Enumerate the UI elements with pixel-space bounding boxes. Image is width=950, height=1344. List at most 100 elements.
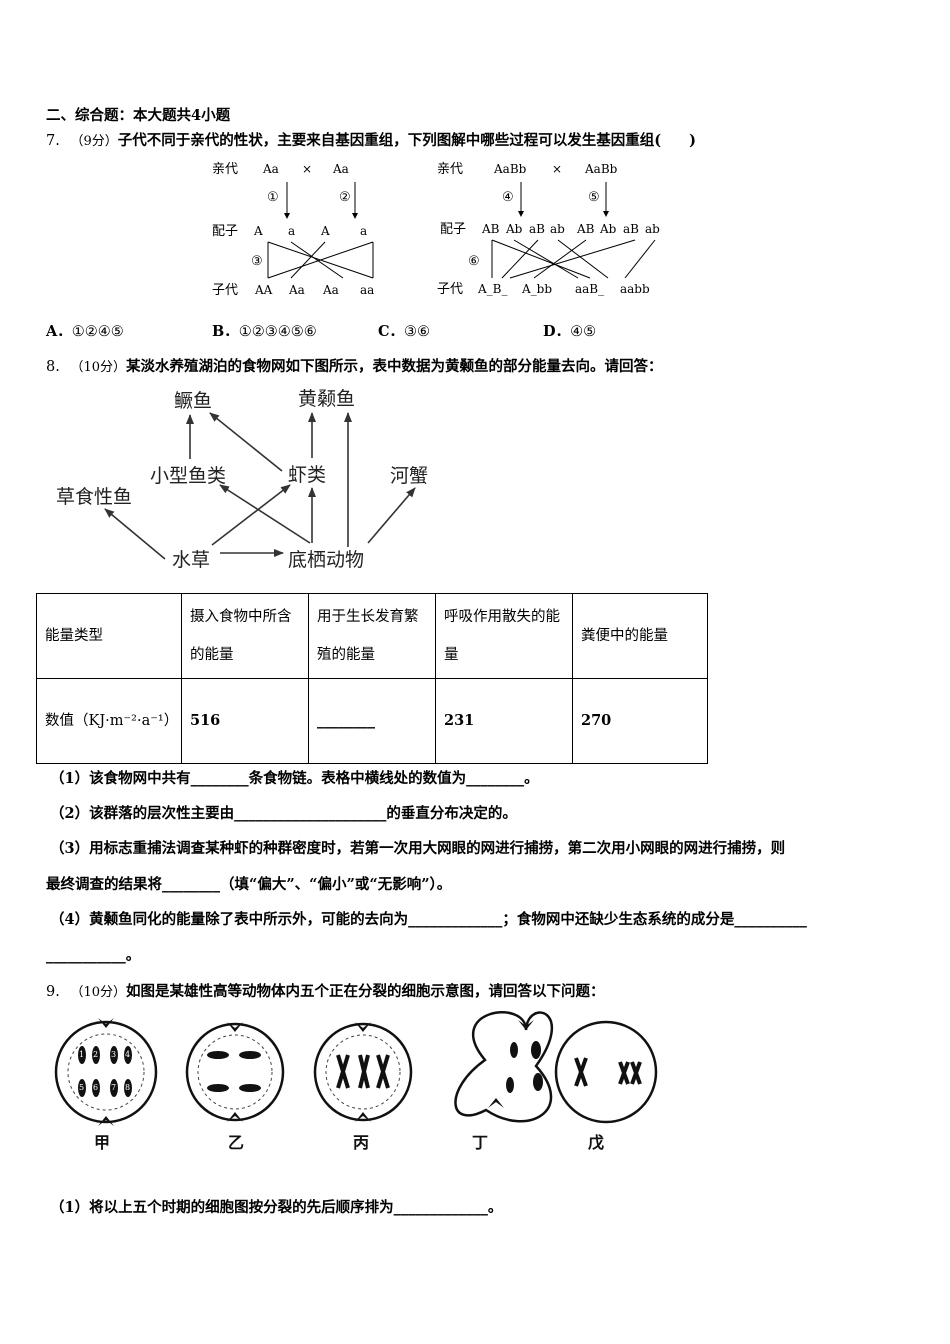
left-offspring-4: aa bbox=[360, 283, 374, 297]
step-1-arrowhead bbox=[284, 213, 290, 219]
cell-label-jia: 甲 bbox=[94, 1133, 110, 1152]
step-6-label: ⑥ bbox=[468, 254, 480, 269]
right-offspring-label: 子代 bbox=[437, 282, 463, 297]
cell-yi bbox=[185, 1022, 285, 1122]
q7-points: （9分） bbox=[70, 134, 118, 149]
table-header-cell: 摄入食物中所含的能量 bbox=[181, 593, 309, 679]
table-header-cell: 能量类型 bbox=[36, 593, 182, 679]
table-row: 数值（KJ·m⁻²·a⁻¹） 516 ________ 231 270 bbox=[36, 678, 708, 764]
left-cross-lines bbox=[267, 241, 374, 279]
q8-sub4-line1: （4）黄颡鱼同化的能量除了表中所示外，可能的去向为_____________；食… bbox=[50, 911, 807, 928]
left-parent-1: Aa bbox=[262, 162, 279, 176]
right-offspring-4: aabb bbox=[620, 282, 650, 296]
step-5-arrowhead bbox=[603, 211, 609, 217]
table-row-label: 数值（KJ·m⁻²·a⁻¹） bbox=[36, 678, 182, 764]
left-gamete-2: a bbox=[288, 224, 295, 238]
q7-option-c[interactable]: C．③⑥ bbox=[378, 323, 431, 340]
q7-stem: 7. （9分）子代不同于亲代的性状，主要来自基因重组，下列图解中哪些过程可以发生… bbox=[46, 129, 696, 150]
table-header-cell: 呼吸作用散失的能量 bbox=[435, 593, 573, 679]
q8-sub2: （2）该群落的层次性主要由_____________________的垂直分布决… bbox=[50, 805, 517, 822]
right-offspring-2: A_bb bbox=[521, 282, 552, 296]
table-header-cell: 粪便中的能量 bbox=[572, 593, 708, 679]
left-gamete-1: A bbox=[253, 224, 263, 238]
table-header-row: 能量类型 摄入食物中所含的能量 用于生长发育繁殖的能量 呼吸作用散失的能量 粪便… bbox=[36, 593, 708, 679]
chromosome-number: 2 bbox=[93, 1050, 98, 1059]
table-cell: 270 bbox=[572, 678, 708, 764]
right-offspring-3: aaB_ bbox=[575, 282, 604, 296]
right-cross-lines bbox=[491, 239, 656, 279]
chromosome-number: 1 bbox=[79, 1050, 84, 1059]
q8-points: （10分） bbox=[70, 360, 126, 375]
q7-option-a[interactable]: A．①②④⑤ bbox=[46, 323, 124, 340]
step-3-label: ③ bbox=[251, 254, 263, 269]
q8-stem: 8. （10分）某淡水养殖湖泊的食物网如下图所示，表中数据为黄颡鱼的部分能量去向… bbox=[46, 355, 663, 376]
right-gamete-5: AB bbox=[576, 222, 595, 236]
right-offspring-1: A_B_ bbox=[477, 282, 507, 296]
q9-text: 如图是某雄性高等动物体内五个正在分裂的细胞示意图，请回答以下问题： bbox=[126, 983, 605, 1000]
q9-stem: 9. （10分）如图是某雄性高等动物体内五个正在分裂的细胞示意图，请回答以下问题… bbox=[46, 980, 605, 1001]
cell-wu bbox=[554, 1020, 658, 1124]
node-aquatic-plants: 水草 bbox=[172, 549, 210, 571]
left-gamete-label: 配子 bbox=[212, 224, 238, 239]
cell-ding bbox=[454, 1011, 554, 1123]
right-gamete-4: ab bbox=[550, 222, 565, 236]
q8-sub1: （1）该食物网中共有________条食物链。表格中横线处的数值为_______… bbox=[50, 770, 539, 787]
step-2-label: ② bbox=[339, 190, 351, 205]
right-parent-label: 亲代 bbox=[437, 162, 463, 177]
cell-label-wu: 戊 bbox=[588, 1133, 604, 1152]
node-small-fish: 小型鱼类 bbox=[150, 465, 226, 487]
left-gamete-4: a bbox=[360, 224, 367, 238]
left-parent-label: 亲代 bbox=[212, 162, 238, 177]
left-parent-2: Aa bbox=[332, 162, 349, 176]
q7-paren-close: ) bbox=[689, 132, 696, 149]
food-web-arrows bbox=[104, 412, 416, 560]
q7-left-diagram: 亲代 Aa × Aa ① ② 配子 A a A a ③ 子代 AA Aa Aa … bbox=[212, 162, 374, 298]
energy-table: 能量类型 摄入食物中所含的能量 用于生长发育繁殖的能量 呼吸作用散失的能量 粪便… bbox=[36, 593, 708, 764]
chromosome-number: 3 bbox=[111, 1050, 116, 1059]
cell-label-bing: 丙 bbox=[353, 1133, 369, 1152]
right-gamete-8: ab bbox=[645, 222, 660, 236]
right-parent-1: AaBb bbox=[493, 162, 527, 176]
table-cell: 231 bbox=[435, 678, 573, 764]
q8-text: 某淡水养殖湖泊的食物网如下图所示，表中数据为黄颡鱼的部分能量去向。请回答： bbox=[126, 358, 663, 375]
left-cross: × bbox=[302, 162, 312, 176]
left-gamete-3: A bbox=[320, 224, 330, 238]
step-4-arrowhead bbox=[518, 211, 524, 217]
node-mandarin-fish: 鳜鱼 bbox=[174, 390, 212, 412]
right-parent-2: AaBb bbox=[584, 162, 618, 176]
q7-text: 子代不同于亲代的性状，主要来自基因重组，下列图解中哪些过程可以发生基因重组( bbox=[117, 132, 662, 149]
right-gamete-label: 配子 bbox=[440, 222, 466, 237]
section-title: 二、综合题：本大题共4小题 bbox=[46, 107, 231, 124]
q7-right-diagram: 亲代 AaBb × AaBb ④ ⑤ 配子 AB Ab aB ab AB Ab … bbox=[437, 162, 660, 297]
step-1-label: ① bbox=[267, 190, 279, 205]
cell-division-diagram: 1 2 3 4 5 6 7 8 甲 乙 丙 丁 戊 bbox=[54, 1011, 658, 1152]
step-5-label: ⑤ bbox=[588, 190, 600, 205]
cell-bing bbox=[313, 1022, 413, 1122]
food-web-diagram: 鳜鱼 黄颡鱼 小型鱼类 虾类 河蟹 草食性鱼 水草 底栖动物 bbox=[56, 388, 428, 571]
cell-jia bbox=[54, 1020, 158, 1124]
q8-sub4-line2: ___________。 bbox=[46, 947, 141, 964]
q7-number: 7. bbox=[46, 133, 60, 149]
q8-sub3-line2: 最终调查的结果将________（填“偏大”、“偏小”或“无影响”）。 bbox=[46, 876, 452, 893]
q9-number: 9. bbox=[46, 984, 60, 1000]
chromosome-number: 7 bbox=[111, 1083, 116, 1092]
left-offspring-2: Aa bbox=[288, 283, 305, 297]
node-herbivorous-fish: 草食性鱼 bbox=[56, 486, 132, 508]
cell-label-yi: 乙 bbox=[228, 1133, 244, 1152]
table-cell-blank[interactable]: ________ bbox=[308, 678, 436, 764]
node-shrimp: 虾类 bbox=[288, 464, 326, 486]
node-yellow-catfish: 黄颡鱼 bbox=[298, 388, 355, 410]
chromosome-number: 6 bbox=[93, 1083, 98, 1092]
cell-label-ding: 丁 bbox=[472, 1133, 488, 1152]
node-crab: 河蟹 bbox=[390, 465, 428, 487]
left-offspring-label: 子代 bbox=[212, 283, 238, 298]
q7-option-b[interactable]: B．①②③④⑤⑥ bbox=[212, 323, 317, 340]
table-cell: 516 bbox=[181, 678, 309, 764]
right-gamete-1: AB bbox=[481, 222, 500, 236]
node-benthic-animals: 底栖动物 bbox=[288, 549, 364, 571]
step-4-label: ④ bbox=[502, 190, 514, 205]
right-gamete-3: aB bbox=[529, 222, 545, 236]
table-header-cell: 用于生长发育繁殖的能量 bbox=[308, 593, 436, 679]
chromosome-number: 4 bbox=[125, 1050, 130, 1059]
q7-option-d[interactable]: D．④⑤ bbox=[543, 323, 597, 340]
